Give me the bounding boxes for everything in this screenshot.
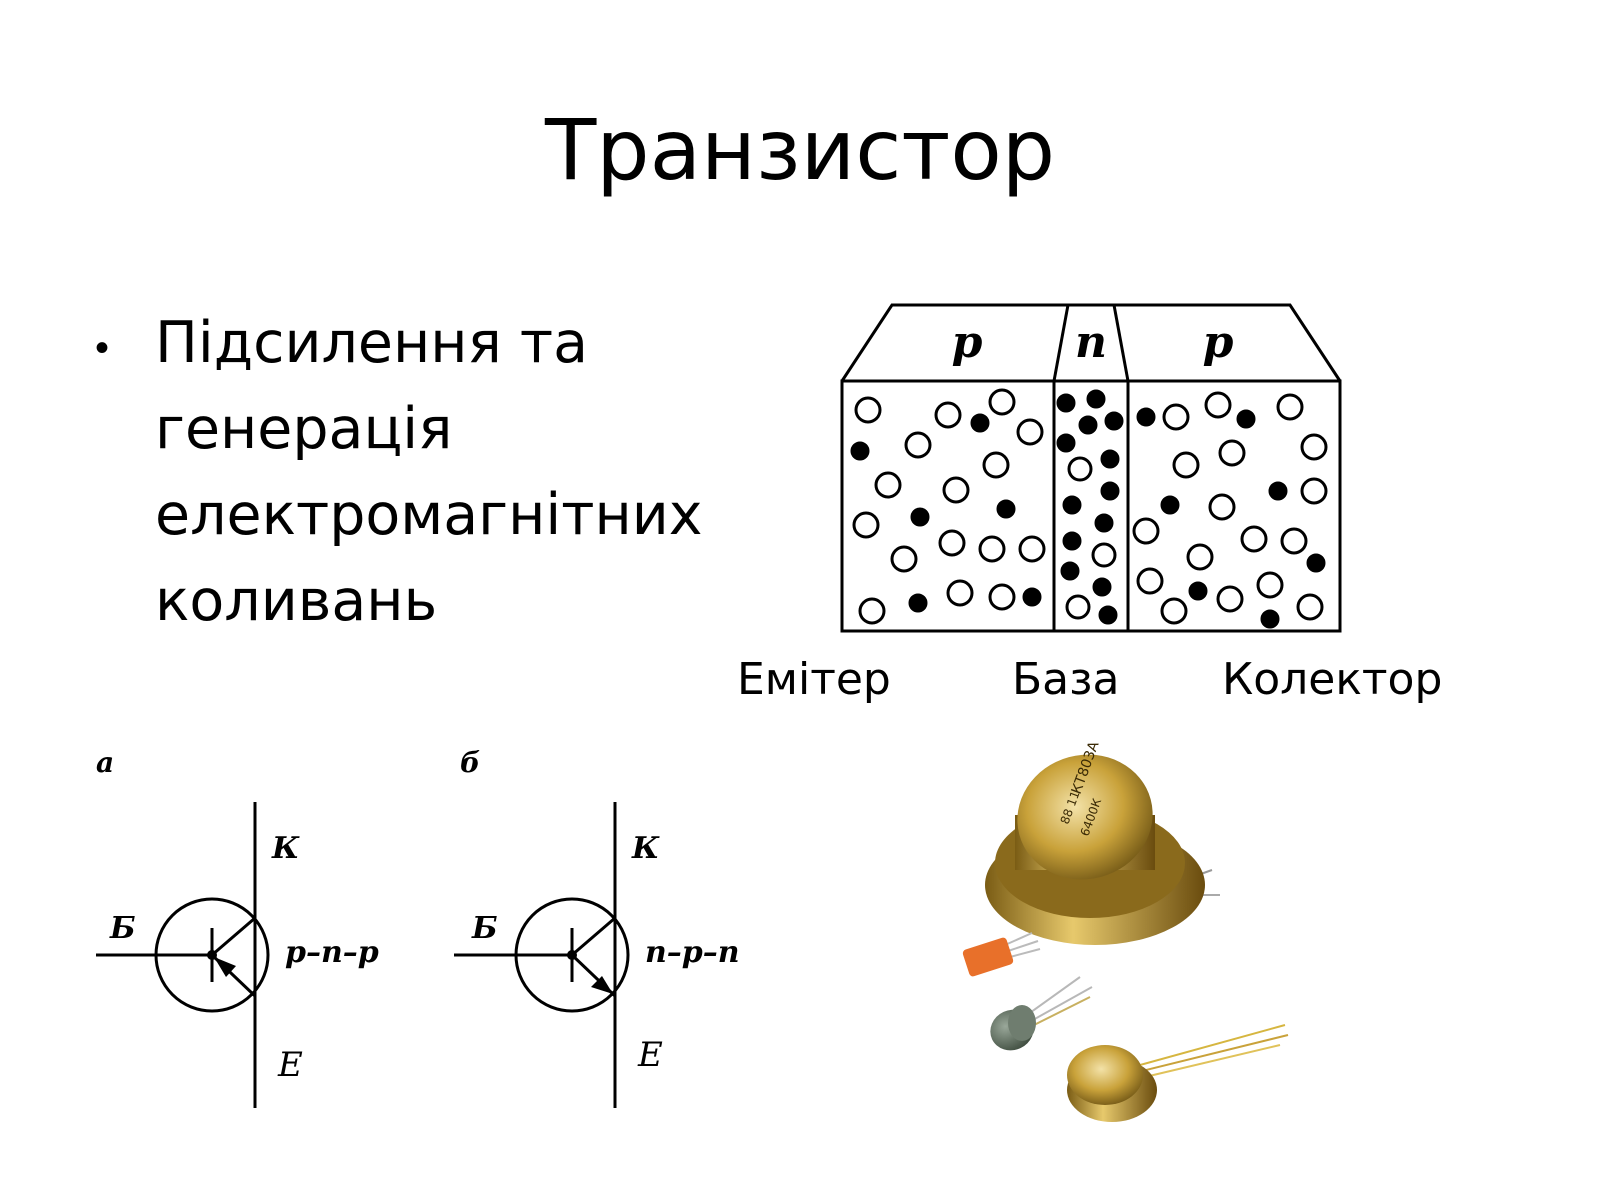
emitter-label-a: Е <box>277 1045 303 1085</box>
bullet-dot-icon: • <box>95 326 110 370</box>
base-label-b: Б <box>471 911 498 946</box>
label-base: База <box>1012 654 1120 705</box>
large-metal-transistor: КТ803А 88 11 6400К <box>985 739 1220 945</box>
region-emitter-type: p <box>952 317 983 368</box>
emitter-arrow-outward-icon <box>591 976 613 994</box>
collector-label-a: К <box>271 831 300 866</box>
panel-label-b: б <box>460 746 480 779</box>
collector-carriers <box>1132 391 1328 629</box>
small-metal-transistor <box>1067 1024 1289 1122</box>
base-carriers <box>1056 389 1124 625</box>
emitter-label-b: Е <box>637 1035 663 1075</box>
region-collector-type: p <box>1203 317 1234 368</box>
bullet-text: Підсилення та генерація електромагнітних… <box>155 310 703 634</box>
collector-label-b: К <box>631 831 660 866</box>
emitter-carriers <box>850 388 1046 625</box>
emitter-arrow-inward-icon <box>214 957 236 977</box>
slide-title: Транзистор <box>544 101 1056 199</box>
region-base-type: n <box>1075 317 1107 368</box>
label-emitter: Емітер <box>737 654 891 705</box>
pnp-structure-diagram: p n p <box>840 303 1342 633</box>
type-label-a: p–n–p <box>285 935 379 970</box>
orange-plastic-transistor <box>962 932 1041 977</box>
pnp-symbol: а К Б p–n–p Е <box>96 746 379 1108</box>
label-collector: Колектор <box>1222 654 1443 705</box>
transistor-photo: КТ803А 88 11 6400К <box>962 739 1289 1122</box>
base-label-a: Б <box>109 911 136 946</box>
npn-symbol: б К Б n–p–n Е <box>454 746 740 1108</box>
panel-label-a: а <box>96 746 114 779</box>
type-label-b: n–p–n <box>645 935 740 970</box>
grey-transistor <box>990 976 1093 1051</box>
